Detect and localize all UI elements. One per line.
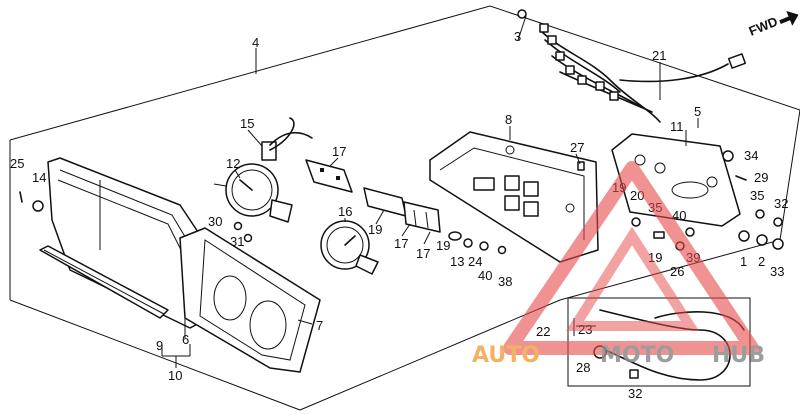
callout-21: 19 (368, 222, 382, 237)
fwd-arrow: FWD (747, 10, 799, 39)
callout-30: 28 (576, 360, 590, 375)
callout-24: 22 (536, 324, 550, 339)
callout-17b: 17 (416, 246, 430, 261)
callout-32b: 31 (230, 234, 244, 249)
lamp-wire-15 (261, 117, 313, 161)
callout-34: 32 (774, 196, 788, 211)
callout-7: 7 (316, 318, 323, 333)
tachometer (320, 220, 379, 275)
callout-16: 16 (338, 204, 352, 219)
callout-28: 26 (670, 264, 684, 279)
callout-18: 17 (332, 144, 346, 159)
callout-4: 4 (252, 35, 259, 50)
callout-3: 3 (514, 29, 521, 44)
callout-17a: 17 (394, 236, 408, 251)
callout-5: 5 (694, 104, 701, 119)
callout-12: 12 (226, 156, 240, 171)
meter-case (429, 131, 599, 263)
svg-text:AUTO: AUTO (472, 343, 540, 368)
meter-panel-frame (179, 227, 321, 373)
assembly-outline (9, 5, 800, 301)
callout-27: 25 (10, 156, 24, 171)
callouts: 4 3 21 5 11 8 15 17 12 27 34 29 35 32 1 … (10, 29, 788, 401)
indicator-unit (305, 159, 353, 193)
callout-29: 27 (570, 140, 584, 155)
callout-10: 10 (168, 368, 182, 383)
wire-harness (539, 23, 747, 123)
callout-11: 11 (670, 119, 684, 134)
callout-9: 9 (156, 338, 163, 353)
callout-8: 8 (505, 112, 512, 127)
callout-33: 32 (628, 386, 642, 401)
callout-40b: 40 (672, 208, 686, 223)
fasteners (19, 9, 784, 379)
callout-19a: 19 (436, 238, 450, 253)
callout-15: 15 (240, 116, 254, 131)
gauge-block (363, 187, 441, 233)
callout-35a: 38 (498, 274, 512, 289)
leader-lines (161, 15, 699, 368)
svg-text:FWD: FWD (747, 14, 780, 39)
callout-23: 21 (652, 48, 666, 63)
callout-37: 34 (744, 148, 758, 163)
speedometer (213, 163, 293, 223)
callout-32a: 30 (208, 214, 222, 229)
callout-1: 1 (740, 254, 747, 269)
callout-13: 13 (450, 254, 464, 269)
callout-6: 6 (182, 332, 189, 347)
callout-26: 24 (468, 254, 482, 269)
circuit-plate (611, 133, 741, 227)
small-bulbs (448, 231, 507, 255)
callout-39: 35 (750, 188, 764, 203)
callout-14: 14 (32, 170, 46, 185)
svg-text:HUB: HUB (712, 343, 765, 368)
svg-text:MOTO: MOTO (600, 343, 674, 368)
callout-40a: 40 (478, 268, 492, 283)
callout-31: 29 (754, 170, 768, 185)
lens-strip (39, 245, 169, 319)
callout-2: 2 (758, 254, 765, 269)
callout-36: 33 (770, 264, 784, 279)
watermark-logo: AUTO MOTO HUB (472, 161, 765, 368)
